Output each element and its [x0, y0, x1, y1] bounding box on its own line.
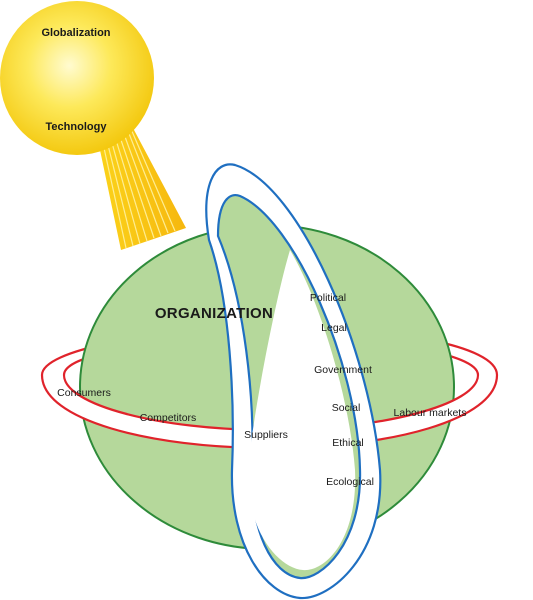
blue-ring — [205, 163, 382, 600]
red-ring-label-suppliers: Suppliers — [244, 429, 288, 441]
red-ring-label-consumers: Consumers — [57, 387, 111, 399]
red-ring-label-labour-markets: Labour markets — [394, 407, 467, 419]
red-ring-label-competitors: Competitors — [140, 412, 197, 424]
blue-ring-label-social: Social — [332, 402, 361, 414]
sun-label-globalization: Globalization — [41, 27, 110, 39]
blue-ring-label-political: Political — [310, 292, 346, 304]
sun-label-technology: Technology — [46, 121, 108, 133]
blue-ring-label-ecological: Ecological — [326, 476, 374, 488]
sun — [0, 1, 154, 155]
blue-ring-label-legal: Legal — [321, 322, 347, 334]
blue-ring-label-ethical: Ethical — [332, 437, 364, 449]
sun-beam — [100, 128, 186, 250]
globe-title: ORGANIZATION — [155, 305, 273, 322]
blue-ring-label-government: Government — [314, 364, 372, 376]
